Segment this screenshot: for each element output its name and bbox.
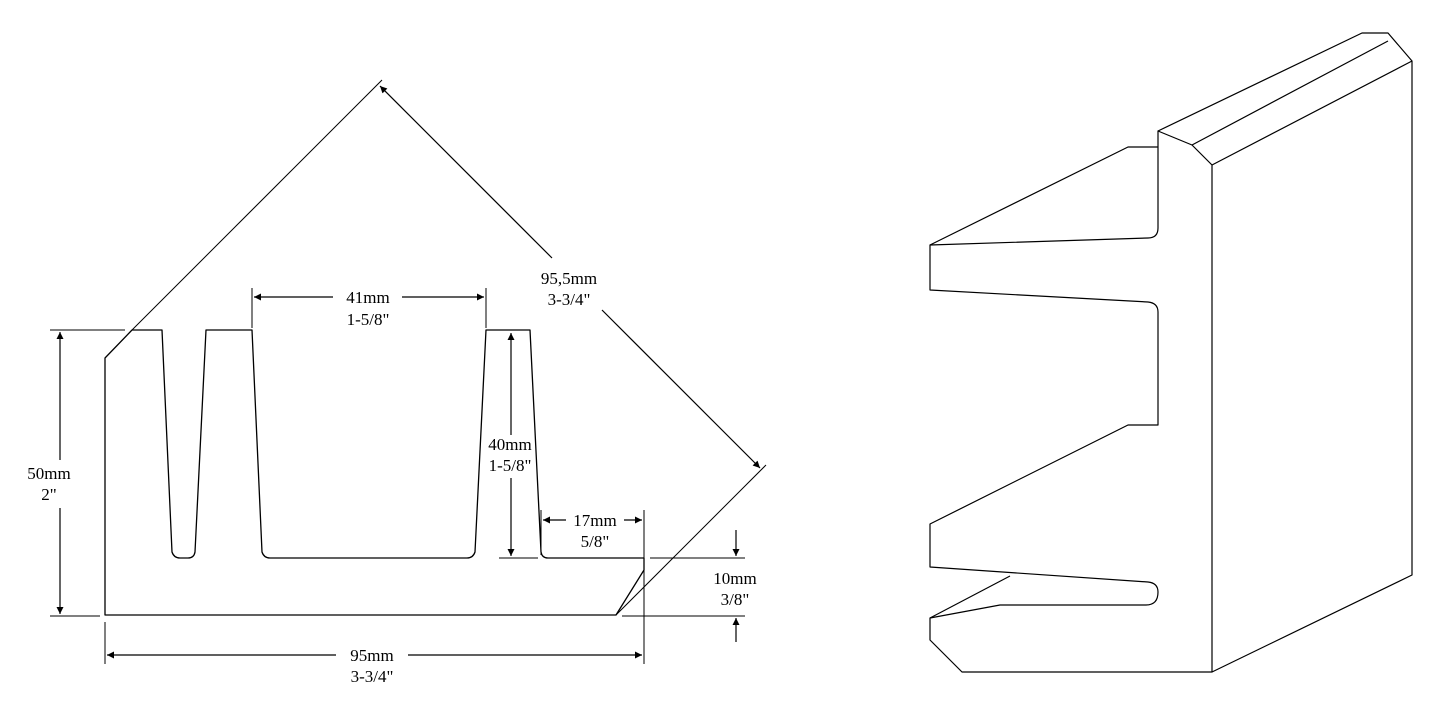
dim-line-diagonal [379,85,553,259]
label-backdrop [348,667,396,686]
label-backdrop [578,532,612,551]
label-backdrop [711,569,759,588]
label-base-thickness-imperial: 3/8" [721,590,750,609]
profile-section [104,329,645,616]
label-backdrop [571,511,619,530]
label-overall-width-metric: 95mm [350,646,393,665]
label-overall-width-imperial: 3-3/4" [351,667,394,686]
label-backdrop [25,464,73,483]
label-channel-width-metric: 41mm [346,288,389,307]
extension-lines [50,79,767,664]
dimension-labels: 50mm 2" 95mm 3-3/4" 41mm 1-5/8" 40mm 1-5… [25,269,759,686]
label-diagonal-imperial: 3-3/4" [548,290,591,309]
isometric-view [929,32,1413,673]
label-channel-depth-metric: 40mm [488,435,531,454]
iso-upper-fin-top [929,146,1158,246]
label-overall-height-imperial: 2" [41,485,56,504]
label-backdrop [486,456,534,475]
iso-lower-groove [929,575,1011,619]
label-backdrop [545,290,593,309]
label-ledge-width-imperial: 5/8" [581,532,610,551]
label-base-thickness-metric: 10mm [713,569,756,588]
profile-outline [104,329,645,616]
label-backdrop [718,590,752,609]
iso-front-face [929,130,1213,673]
label-ledge-width-metric: 17mm [573,511,616,530]
label-backdrop [39,485,59,504]
label-backdrop [538,269,600,288]
dimension-lines [56,85,761,659]
label-backdrop [486,435,534,454]
label-channel-depth-imperial: 1-5/8" [489,456,532,475]
label-diagonal-metric: 95,5mm [541,269,597,288]
label-channel-width-imperial: 1-5/8" [347,310,390,329]
label-backdrop [348,646,396,665]
label-overall-height-metric: 50mm [27,464,70,483]
label-backdrop [344,310,392,329]
label-backdrop [344,288,392,307]
iso-right-face [1211,60,1413,673]
iso-top-bevel [1157,32,1413,146]
